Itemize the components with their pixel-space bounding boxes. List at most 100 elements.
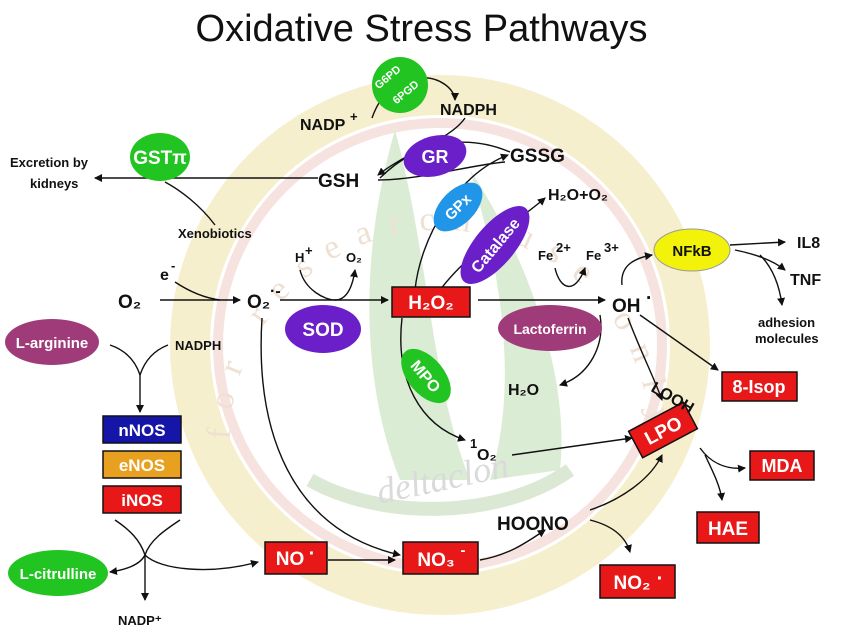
electron-label: e bbox=[160, 267, 169, 284]
arrows bbox=[94, 77, 786, 601]
gst-label: GSTπ bbox=[133, 148, 187, 169]
superoxide-charge: ·- bbox=[270, 283, 281, 300]
no-box bbox=[264, 541, 328, 575]
watermark-hull bbox=[306, 464, 575, 516]
no3-label: NO₃ bbox=[417, 550, 454, 571]
lactoferrin-label: Lactoferrin bbox=[513, 321, 586, 337]
no2-box bbox=[599, 564, 676, 599]
fe3-charge: 3+ bbox=[604, 240, 619, 255]
nadp-top-sup: + bbox=[350, 109, 358, 124]
arrow-oh-to-isop bbox=[639, 314, 719, 371]
arrow-hoono-to-no2 bbox=[589, 519, 632, 553]
arrow-nfkb-to-adhesion bbox=[759, 254, 786, 306]
nnos-label: nNOS bbox=[118, 421, 165, 440]
lactoferrin-oval bbox=[498, 305, 602, 351]
nadph-top-label: NADPH bbox=[440, 102, 497, 119]
superoxide-label: O₂ bbox=[247, 292, 270, 313]
l-citrulline-label: L-citrulline bbox=[20, 566, 97, 583]
nfkb-oval bbox=[653, 228, 731, 272]
gr-label: GR bbox=[422, 147, 449, 167]
arrow-electron bbox=[174, 281, 221, 301]
o2-label: O₂ bbox=[118, 292, 141, 313]
isop-box bbox=[721, 371, 798, 402]
no2-dot: · bbox=[657, 568, 664, 590]
sod-oval bbox=[285, 305, 361, 353]
tnf-label: TNF bbox=[790, 272, 821, 289]
g6pd-enzyme: G6PD 6PGD bbox=[372, 57, 428, 113]
il8-label: IL8 bbox=[797, 235, 820, 252]
lactoferrin-enzyme: Lactoferrin bbox=[498, 305, 602, 351]
excretion-label-2: kidneys bbox=[30, 176, 78, 191]
arrow-oh-to-lpo bbox=[627, 317, 664, 401]
l-arginine-label: L-arginine bbox=[16, 335, 89, 352]
h-plus-label: H bbox=[295, 250, 304, 265]
gssg-label: GSSG bbox=[510, 146, 565, 167]
arrow-nfkb-to-il8 bbox=[729, 238, 786, 247]
fe2-label: Fe bbox=[538, 248, 553, 263]
adhesion-label-1: adhesion bbox=[758, 315, 815, 330]
arrow-fe-cycle bbox=[554, 267, 587, 288]
arrow-arginine-to-nos bbox=[109, 344, 141, 376]
arrow-nfkb-to-tnf bbox=[734, 249, 786, 271]
h2o-o2-label: H₂O+O₂ bbox=[548, 187, 608, 204]
watermark-ring-outer bbox=[170, 75, 710, 615]
arrow-nadph-to-nos bbox=[139, 344, 169, 376]
nfkb-enzyme: NFkB bbox=[653, 228, 731, 272]
arrow-h2o2-to-singlet bbox=[400, 317, 466, 442]
arrow-oh-to-nfkb bbox=[621, 252, 653, 286]
h2o2-box bbox=[391, 286, 471, 318]
inos-box bbox=[102, 485, 182, 514]
hae-label: HAE bbox=[708, 519, 748, 540]
mpo-oval bbox=[401, 348, 451, 404]
no2-label: NO₂ bbox=[614, 573, 651, 594]
gpx-enzyme: GPx bbox=[433, 182, 483, 232]
arrow-lpo-to-mda bbox=[699, 447, 746, 473]
nadph-mid-label: NADPH bbox=[175, 338, 221, 353]
arrow-nos-to-no bbox=[144, 519, 259, 571]
xenobiotics-label: Xenobiotics bbox=[178, 226, 252, 241]
no3-charge: - bbox=[461, 542, 466, 559]
gst-enzyme: GSTπ bbox=[130, 133, 190, 181]
enos-box bbox=[102, 450, 182, 479]
nadp-top-label: NADP bbox=[300, 117, 346, 134]
isop-label: 8-Isop bbox=[732, 377, 785, 397]
excretion-label-1: Excretion by bbox=[10, 155, 89, 170]
h2o2-label: H₂O₂ bbox=[408, 293, 453, 314]
arrow-xenobiotics-gst bbox=[164, 181, 216, 226]
arrow-sod-h-o2 bbox=[299, 269, 358, 301]
species-boxes: H₂O₂ 8-Isop LPO MDA HAE NO · NO₃ - NO₂ · bbox=[264, 286, 815, 599]
arrow-superoxide-to-no3 bbox=[260, 317, 401, 558]
gst-oval bbox=[130, 133, 190, 181]
oh-dot: · bbox=[646, 288, 652, 309]
arrow-nos-to-citrulline bbox=[109, 519, 146, 576]
hoono-label: HOONO bbox=[497, 514, 569, 535]
gr-enzyme: GR bbox=[403, 134, 467, 178]
sod-label: SOD bbox=[302, 320, 343, 341]
inos-label: iNOS bbox=[121, 491, 163, 510]
arrow-no3-to-hoono bbox=[479, 529, 546, 561]
h2o-label: H₂O bbox=[508, 382, 539, 399]
arrow-singlet-to-lpo bbox=[511, 435, 633, 456]
no-label: NO bbox=[276, 549, 305, 570]
arrow-lpo-to-hae bbox=[704, 454, 726, 501]
enos-label: eNOS bbox=[119, 456, 165, 475]
mda-box bbox=[749, 450, 815, 481]
nnos-box bbox=[102, 415, 182, 444]
no3-box bbox=[402, 541, 479, 575]
singlet-sup: 1 bbox=[470, 436, 477, 451]
arrow-hoono-to-lpo bbox=[589, 454, 663, 511]
gr-oval bbox=[403, 134, 467, 178]
catalase-oval bbox=[460, 206, 530, 284]
singlet-label: O₂ bbox=[477, 447, 497, 464]
g6pd-oval bbox=[372, 57, 428, 113]
nadp-bottom-label: NADP⁺ bbox=[118, 613, 162, 628]
electron-charge: - bbox=[171, 258, 175, 273]
gpx-oval bbox=[433, 182, 483, 232]
adhesion-label-2: molecules bbox=[755, 331, 819, 346]
l-arginine-enzyme: L-arginine bbox=[5, 319, 99, 365]
gsh-label: GSH bbox=[318, 171, 359, 192]
fe2-charge: 2+ bbox=[556, 240, 571, 255]
l-citrulline-oval bbox=[8, 550, 108, 596]
h-plus-charge: + bbox=[305, 243, 313, 258]
